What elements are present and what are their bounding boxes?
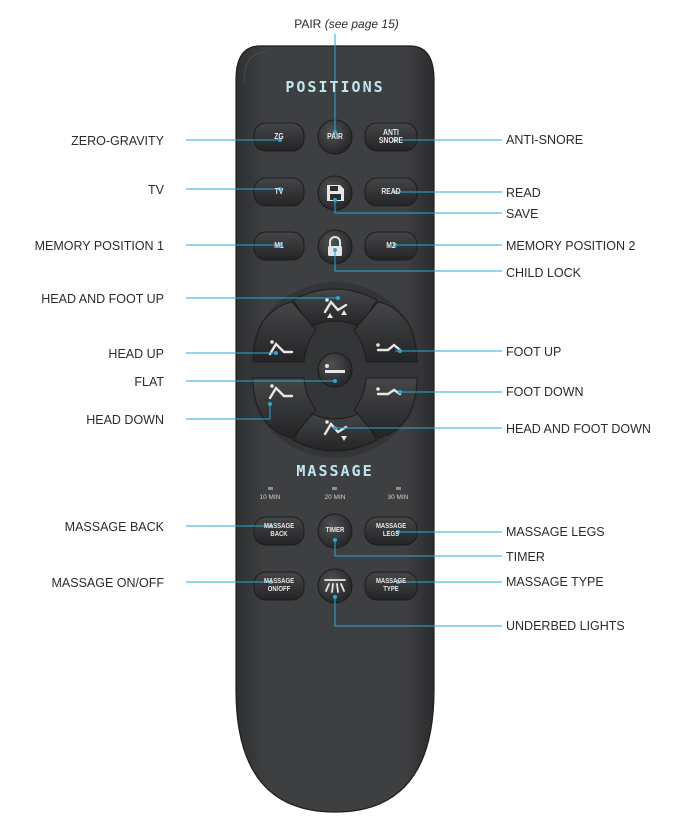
zg-button-shape — [253, 122, 305, 152]
leader-lines — [186, 34, 502, 627]
head-down-button[interactable] — [258, 380, 304, 422]
massage-section-title: MASSAGE — [296, 462, 374, 480]
callout-foot-down: FOOT DOWN — [506, 385, 584, 399]
m2-button[interactable]: M2 — [386, 241, 396, 250]
foot-up-button-shape — [353, 301, 418, 363]
flat-icon — [325, 370, 345, 373]
callout-underbed-lights: UNDERBED LIGHTS — [506, 619, 625, 633]
massage-type-button-shape — [364, 571, 418, 601]
callout-massage-back: MASSAGE BACK — [64, 520, 164, 534]
callout-head-down: HEAD DOWN — [86, 413, 164, 427]
callout-child-lock: CHILD LOCK — [506, 266, 582, 280]
save-icon — [327, 185, 344, 201]
underbed-light-icon — [324, 579, 346, 593]
timer-button[interactable]: TIMER — [325, 527, 345, 534]
head-foot-down-button-shape — [292, 412, 378, 452]
led-30min — [396, 487, 401, 490]
callout-tv: TV — [148, 183, 164, 197]
head-up-button-shape — [252, 301, 317, 363]
callout-save: SAVE — [506, 207, 539, 221]
head-foot-down-button[interactable] — [305, 418, 365, 454]
massage-onoff-button[interactable]: MASSAGE ON/OFF — [263, 578, 295, 593]
tv-button-shape — [253, 177, 305, 207]
timer-label-30: 30 MIN — [387, 494, 409, 501]
callout-memory-position-1: MEMORY POSITION 1 — [34, 239, 164, 253]
led-10min — [268, 487, 273, 490]
callout-read: READ — [506, 186, 541, 200]
bed-foot-up-icon — [376, 343, 402, 352]
callout-memory-position-2: MEMORY POSITION 2 — [506, 239, 636, 253]
callout-pair-note: (see page 15) — [324, 17, 399, 31]
positions-section-title: POSITIONS — [285, 78, 385, 96]
callout-foot-up: FOOT UP — [506, 345, 562, 359]
save-button[interactable] — [318, 176, 352, 210]
callout-head-and-foot-down: HEAD AND FOOT DOWN — [506, 422, 651, 436]
massage-onoff-button-shape — [253, 571, 305, 601]
callout-head-up: HEAD UP — [108, 347, 164, 361]
callout-massage-onoff: MASSAGE ON/OFF — [51, 576, 164, 590]
m2-button-shape — [364, 231, 418, 261]
anti-snore-button-shape — [364, 122, 418, 152]
callout-head-and-foot-up: HEAD AND FOOT UP — [41, 292, 164, 306]
timer-label-20: 20 MIN — [324, 494, 346, 501]
read-button[interactable]: READ — [381, 187, 401, 196]
timer-label-10: 10 MIN — [259, 494, 281, 501]
callout-flat: FLAT — [134, 375, 164, 389]
callout-pair-text: PAIR — [294, 17, 322, 31]
anti-snore-button[interactable]: ANTI SNORE — [378, 128, 404, 145]
flat-button[interactable] — [318, 353, 352, 387]
callout-pair: PAIR (see page 15) — [0, 17, 693, 31]
underbed-lights-button[interactable] — [318, 569, 352, 603]
massage-back-button-shape — [253, 516, 305, 546]
foot-up-button[interactable] — [366, 318, 412, 360]
head-up-button[interactable] — [258, 318, 304, 360]
position-wheel — [247, 282, 423, 458]
bed-head-up-icon — [268, 340, 294, 356]
massage-type-button[interactable]: MASSAGE TYPE — [375, 578, 407, 593]
bed-foot-down-icon — [376, 387, 402, 396]
callout-anti-snore: ANTI-SNORE — [506, 133, 584, 147]
child-lock-button[interactable] — [318, 230, 352, 264]
leader-dots — [268, 130, 402, 599]
head-foot-up-button[interactable] — [305, 286, 365, 322]
zg-button[interactable]: ZG — [274, 132, 284, 141]
massage-back-button[interactable]: MASSAGE BACK — [263, 523, 295, 538]
foot-down-button[interactable] — [366, 380, 412, 422]
bed-head-down-icon — [268, 384, 294, 400]
bed-head-foot-up-icon — [323, 298, 348, 314]
massage-legs-button[interactable]: MASSAGE LEGS — [375, 523, 407, 538]
head-down-button-shape — [252, 377, 317, 439]
callout-massage-legs: MASSAGE LEGS — [506, 525, 605, 539]
callout-timer: TIMER — [506, 550, 545, 564]
massage-legs-button-shape — [364, 516, 418, 546]
pair-button[interactable]: PAIR — [327, 132, 343, 141]
m1-button[interactable]: M1 — [274, 241, 284, 250]
callout-massage-type: MASSAGE TYPE — [506, 575, 604, 589]
tv-button[interactable]: TV — [274, 187, 284, 196]
callout-zero-gravity: ZERO-GRAVITY — [71, 134, 164, 148]
led-20min — [332, 487, 337, 490]
